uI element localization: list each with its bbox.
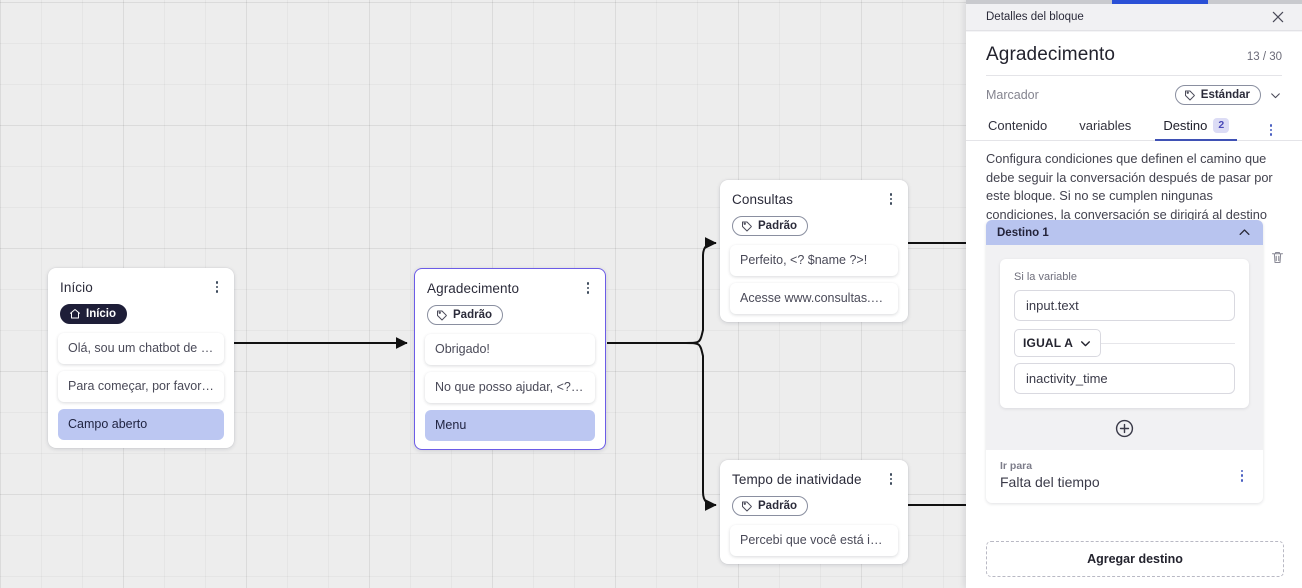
edge-agradecimento-consultas bbox=[685, 237, 717, 344]
marker-value-pill[interactable]: Estándar bbox=[1174, 85, 1261, 105]
divider bbox=[986, 75, 1282, 76]
node-message[interactable]: Acesse www.consultas.com par... bbox=[730, 283, 898, 314]
operator-select[interactable]: IGUAL A bbox=[1014, 329, 1102, 357]
destination-header-title: Destino 1 bbox=[997, 226, 1049, 239]
node-messages: Olá, sou um chatbot de teste! Para começ… bbox=[48, 333, 234, 440]
node-tag-label: Padrão bbox=[758, 500, 797, 512]
page-title: Agradecimento bbox=[986, 44, 1116, 65]
flow-node-consultas[interactable]: Consultas Padrão Perfeito, <? $name ?>! … bbox=[720, 180, 908, 322]
node-title: Agradecimento bbox=[427, 281, 520, 296]
flow-canvas[interactable]: Início Início Olá, sou um chatbot de tes… bbox=[0, 0, 966, 588]
node-messages: Percebi que você está inativo. C... bbox=[720, 525, 908, 556]
node-tag[interactable]: Padrão bbox=[732, 216, 808, 236]
node-header: Agradecimento bbox=[415, 269, 605, 297]
tag-icon bbox=[437, 310, 447, 321]
add-condition-row bbox=[1000, 408, 1249, 438]
marker-row: Marcador Estándar bbox=[986, 82, 1282, 108]
node-message[interactable]: Perfeito, <? $name ?>! bbox=[730, 245, 898, 276]
node-message[interactable]: Para começar, por favor digite o ... bbox=[58, 371, 224, 402]
operator-line bbox=[1014, 343, 1235, 344]
panel-scrollbar[interactable] bbox=[966, 0, 1302, 4]
node-title: Início bbox=[60, 280, 93, 295]
panel-tabs: Contenido variables Destino 2 bbox=[966, 111, 1302, 141]
panel-scrollbar-thumb[interactable] bbox=[1112, 0, 1208, 4]
tag-icon bbox=[742, 221, 752, 232]
node-tag[interactable]: Início bbox=[60, 304, 128, 324]
goto-texts: Ir para Falta del tiempo bbox=[1000, 459, 1100, 492]
node-message-highlight[interactable]: Campo aberto bbox=[58, 409, 224, 440]
variable-field[interactable]: input.text bbox=[1014, 290, 1235, 321]
close-icon[interactable] bbox=[1270, 9, 1286, 25]
node-messages: Perfeito, <? $name ?>! Acesse www.consul… bbox=[720, 245, 908, 314]
compare-value-field[interactable]: inactivity_time bbox=[1014, 363, 1235, 394]
node-tag[interactable]: Padrão bbox=[427, 305, 503, 325]
block-details-panel: Detalles del bloque Agradecimento 13 / 3… bbox=[966, 0, 1302, 588]
flow-node-inatividade[interactable]: Tempo de inatividade Padrão Percebi que … bbox=[720, 460, 908, 564]
node-tag-row: Padrão bbox=[720, 488, 908, 525]
tab-destino-label: Destino bbox=[1163, 118, 1208, 133]
chevron-up-icon[interactable] bbox=[1237, 225, 1252, 240]
node-tag-row: Padrão bbox=[720, 208, 908, 245]
panel-body: Agradecimento 13 / 30 Marcador Estándar … bbox=[966, 32, 1302, 588]
node-messages: Obrigado! No que posso ajudar, <? $name … bbox=[415, 334, 605, 441]
destination-header[interactable]: Destino 1 bbox=[986, 220, 1263, 245]
destination-card: Destino 1 Si la variable input.text IGUA… bbox=[986, 220, 1263, 503]
block-title-row: Agradecimento 13 / 30 bbox=[986, 44, 1282, 66]
tab-variables[interactable]: variables bbox=[1079, 118, 1132, 133]
plus-circle-icon[interactable] bbox=[1115, 419, 1134, 438]
node-header: Início bbox=[48, 268, 234, 296]
trash-icon[interactable] bbox=[1270, 249, 1285, 266]
operator-row: IGUAL A bbox=[1014, 329, 1235, 357]
node-tag-label: Início bbox=[86, 308, 117, 320]
panel-header-title: Detalles del bloque bbox=[986, 11, 1084, 23]
marker-value-label: Estándar bbox=[1200, 89, 1250, 101]
goto-label: Ir para bbox=[1000, 460, 1033, 472]
goto-menu-icon[interactable] bbox=[1235, 468, 1249, 484]
edge-agradecimento-inatividade bbox=[685, 342, 717, 511]
chevron-down-icon bbox=[1081, 340, 1091, 346]
node-header: Consultas bbox=[720, 180, 908, 208]
node-menu-icon[interactable] bbox=[884, 191, 898, 207]
node-message[interactable]: Olá, sou um chatbot de teste! bbox=[58, 333, 224, 364]
chevron-down-icon[interactable] bbox=[1269, 89, 1282, 102]
destination-body: Si la variable input.text IGUAL A inacti… bbox=[986, 245, 1263, 450]
panel-header: Detalles del bloque bbox=[966, 4, 1302, 31]
condition-label: Si la variable bbox=[1014, 271, 1077, 283]
home-icon bbox=[70, 309, 80, 319]
tab-destino-badge: 2 bbox=[1213, 118, 1230, 133]
node-menu-icon[interactable] bbox=[581, 280, 595, 296]
node-message-highlight[interactable]: Menu bbox=[425, 410, 595, 441]
condition-box: Si la variable input.text IGUAL A inacti… bbox=[1000, 259, 1249, 408]
node-message[interactable]: Obrigado! bbox=[425, 334, 595, 365]
node-tag-row: Padrão bbox=[415, 297, 605, 334]
tab-destino[interactable]: Destino 2 bbox=[1155, 118, 1238, 141]
node-title: Consultas bbox=[732, 192, 793, 207]
node-tag[interactable]: Padrão bbox=[732, 496, 808, 516]
goto-value: Falta del tiempo bbox=[1000, 474, 1100, 490]
node-menu-icon[interactable] bbox=[210, 279, 224, 295]
marker-control[interactable]: Estándar bbox=[1174, 85, 1282, 105]
panel-menu-icon[interactable] bbox=[1264, 122, 1278, 138]
node-menu-icon[interactable] bbox=[884, 471, 898, 487]
tag-icon bbox=[742, 501, 752, 512]
flow-node-agradecimento[interactable]: Agradecimento Padrão Obrigado! No que po… bbox=[414, 268, 606, 450]
operator-label: IGUAL A bbox=[1023, 336, 1074, 350]
node-message[interactable]: Percebi que você está inativo. C... bbox=[730, 525, 898, 556]
node-header: Tempo de inatividade bbox=[720, 460, 908, 488]
add-destination-button[interactable]: Agregar destino bbox=[986, 541, 1284, 577]
node-tag-label: Padrão bbox=[758, 220, 797, 232]
goto-row[interactable]: Ir para Falta del tiempo bbox=[986, 450, 1263, 503]
node-title: Tempo de inatividade bbox=[732, 472, 862, 487]
node-message[interactable]: No que posso ajudar, <? $name ... bbox=[425, 372, 595, 403]
node-tag-label: Padrão bbox=[453, 309, 492, 321]
char-counter: 13 / 30 bbox=[1246, 51, 1282, 63]
tag-icon bbox=[1184, 90, 1195, 101]
tab-contenido[interactable]: Contenido bbox=[988, 118, 1048, 133]
node-tag-row: Início bbox=[48, 296, 234, 333]
flow-node-inicio[interactable]: Início Início Olá, sou um chatbot de tes… bbox=[48, 268, 234, 448]
marker-label: Marcador bbox=[986, 88, 1039, 102]
